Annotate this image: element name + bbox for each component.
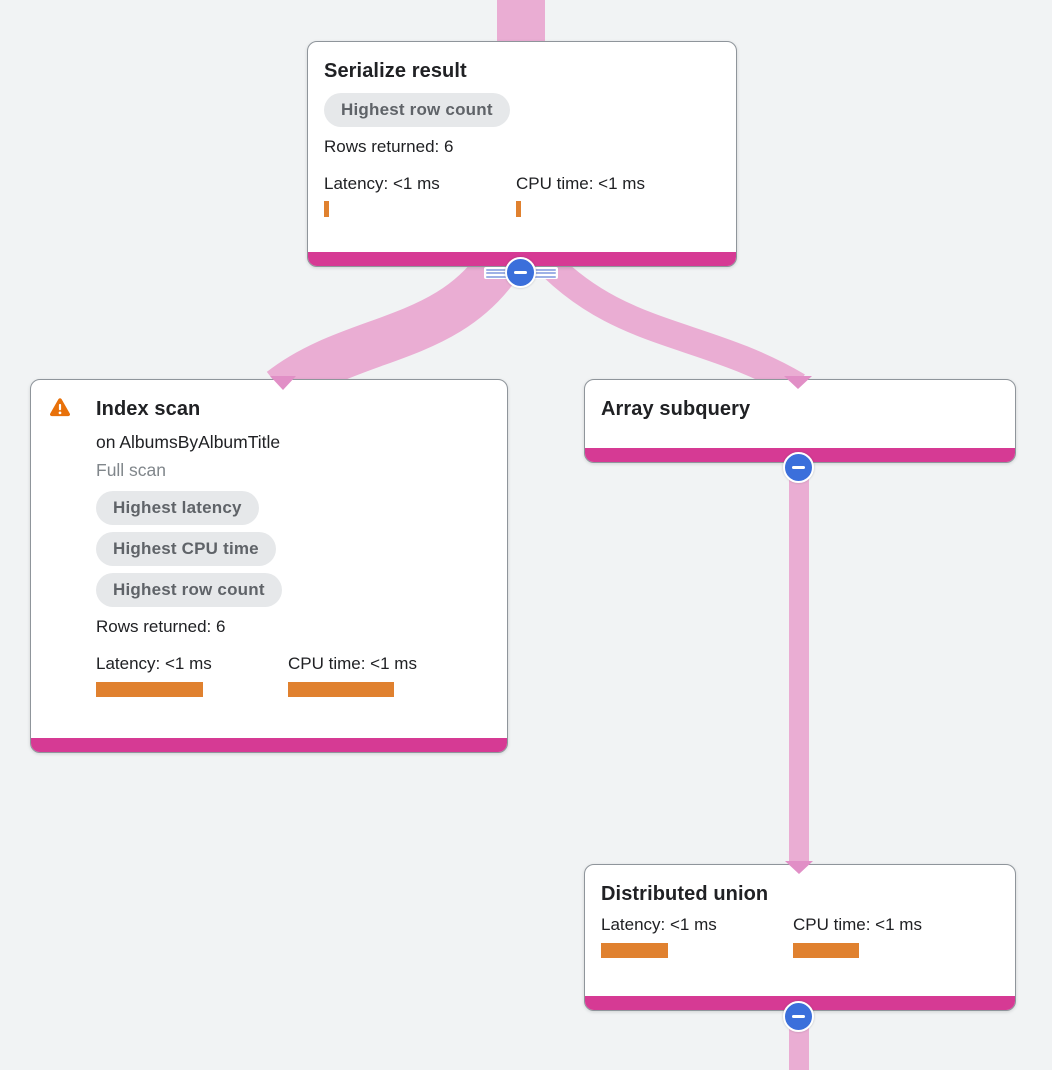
latency-bar: [601, 943, 668, 958]
card-accent-bar: [31, 738, 507, 752]
plan-node-distributed-union[interactable]: Distributed union Latency: <1 ms CPU tim…: [584, 864, 1016, 1011]
collapse-minus-icon[interactable]: [783, 452, 814, 483]
node-title: Index scan: [96, 398, 201, 420]
cpu-stat: CPU time: <1 ms: [793, 914, 985, 958]
cpu-label: CPU time: <1 ms: [516, 174, 645, 193]
node-header: Index scan on AlbumsByAlbumTitle Full sc…: [47, 396, 491, 697]
cpu-bar: [288, 682, 394, 697]
cpu-label: CPU time: <1 ms: [288, 654, 417, 673]
rows-returned-label: Rows returned: 6: [324, 137, 454, 156]
warning-icon: [50, 398, 70, 417]
badge-highest-cpu-time: Highest CPU time: [96, 532, 276, 566]
cpu-label: CPU time: <1 ms: [793, 915, 922, 934]
minus-glyph: [792, 1014, 805, 1019]
node-title: Array subquery: [601, 398, 751, 420]
plan-node-serialize-result[interactable]: Serialize result Highest row count Rows …: [307, 41, 737, 267]
rows-returned-label: Rows returned: 6: [96, 617, 226, 636]
latency-label: Latency: <1 ms: [324, 174, 440, 193]
cpu-stat: CPU time: <1 ms: [516, 173, 708, 217]
node-stats: Latency: <1 ms CPU time: <1 ms: [324, 173, 720, 217]
node-title: Distributed union: [601, 883, 769, 905]
latency-bar: [324, 201, 329, 217]
collapse-minus-icon[interactable]: [783, 1001, 814, 1032]
badge-list: Highest row count: [324, 93, 720, 134]
node-title: Serialize result: [324, 60, 467, 82]
edge-serialize-to-index-scan: [266, 238, 529, 409]
minus-glyph: [514, 270, 527, 275]
latency-label: Latency: <1 ms: [601, 915, 717, 934]
latency-bar: [96, 682, 203, 697]
cpu-stat: CPU time: <1 ms: [288, 653, 480, 697]
node-stats: Latency: <1 ms CPU time: <1 ms: [601, 914, 999, 958]
cpu-bar: [516, 201, 521, 217]
edge-serialize-to-array-subquery: [525, 241, 805, 398]
latency-label: Latency: <1 ms: [96, 654, 212, 673]
edge-top-to-serialize: [497, 0, 545, 42]
cpu-bar: [793, 943, 859, 958]
latency-stat: Latency: <1 ms: [324, 173, 516, 217]
latency-stat: Latency: <1 ms: [96, 653, 288, 697]
edge-array-to-distributed: [789, 450, 809, 874]
node-stats: Latency: <1 ms CPU time: <1 ms: [96, 653, 480, 697]
plan-node-array-subquery[interactable]: Array subquery: [584, 379, 1016, 463]
badge-highest-row-count: Highest row count: [96, 573, 282, 607]
collapse-minus-icon[interactable]: [505, 257, 536, 288]
badge-highest-latency: Highest latency: [96, 491, 259, 525]
badge-list: Highest latency Highest CPU time Highest…: [96, 491, 480, 614]
latency-stat: Latency: <1 ms: [601, 914, 793, 958]
plan-node-index-scan[interactable]: Index scan on AlbumsByAlbumTitle Full sc…: [30, 379, 508, 753]
minus-glyph: [792, 465, 805, 470]
node-subtitle: on AlbumsByAlbumTitle: [96, 432, 281, 452]
badge-highest-row-count: Highest row count: [324, 93, 510, 127]
scan-type-label: Full scan: [96, 460, 167, 480]
